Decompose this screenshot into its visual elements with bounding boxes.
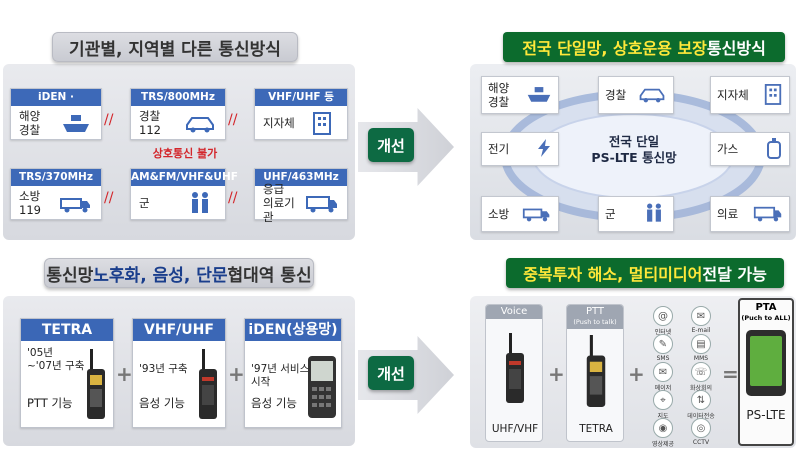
ship-icon bbox=[59, 111, 93, 135]
bottom-right-title: 중복투자 해소, 멀티미디어 전달 가능 bbox=[506, 258, 784, 288]
network-center-label: 전국 단일 PS-LTE 통신망 bbox=[591, 134, 677, 165]
legacy-card-tetra: TETRA '05년~'07년 구축 PTT 기능 bbox=[20, 318, 114, 428]
gas-icon bbox=[765, 137, 783, 162]
data-icon: ⇅데이터전송 bbox=[684, 390, 718, 420]
map-icon: ⌖지도 bbox=[646, 390, 680, 420]
node-fire: 소방 bbox=[481, 196, 559, 232]
plus-sign: + bbox=[228, 362, 245, 386]
node-police: 경찰 bbox=[598, 76, 674, 114]
pta-device-card: PTA (Puch to ALL) PS-LTE bbox=[738, 298, 794, 446]
blocked-mark: // bbox=[228, 112, 238, 128]
blocked-mark: // bbox=[104, 112, 114, 128]
police-car-icon bbox=[183, 111, 217, 135]
voice-device-card: Voice UHF/VHF bbox=[485, 304, 543, 442]
ship-icon bbox=[526, 84, 552, 107]
node-military: 군 bbox=[598, 196, 674, 232]
radio-icon bbox=[197, 349, 219, 425]
smartphone-icon bbox=[746, 330, 786, 396]
top-right-title: 전국 단일망, 상호운용 보장 통신방식 bbox=[503, 32, 785, 62]
plus-sign: + bbox=[628, 362, 645, 386]
email-icon: ✉E-mail bbox=[684, 306, 718, 334]
mms-icon: ▤MMS bbox=[684, 334, 718, 362]
top-left-title: 기관별, 지역별 다른 통신방식 bbox=[52, 32, 298, 62]
bottom-left-title: 통신망 노후화, 음성, 단문 협대역 통신 bbox=[44, 258, 314, 288]
building-icon bbox=[763, 83, 783, 108]
ptt-device-card: PTT (Push to talk) TETRA bbox=[566, 304, 624, 442]
blocked-mark: // bbox=[104, 190, 114, 206]
fire-truck-icon bbox=[522, 204, 552, 225]
radio-icon bbox=[583, 335, 609, 413]
police-car-icon bbox=[637, 85, 667, 106]
center-note: 상호통신 불가 bbox=[152, 147, 218, 160]
plus-sign: + bbox=[116, 362, 133, 386]
video-call-icon: ☏화상회의 bbox=[684, 362, 718, 392]
agency-card-local-gov: VHF/UHF 등 지자체 bbox=[254, 88, 348, 140]
message-icon: ✉메이저 bbox=[646, 362, 680, 392]
camera-icon: ◉영상제공 bbox=[646, 418, 680, 448]
soldier-icon bbox=[641, 201, 667, 228]
plus-sign: + bbox=[548, 362, 565, 386]
improve-label-top: 개선 bbox=[368, 128, 414, 162]
multimedia-services: @인터넷 ✉E-mail ✎SMS ▤MMS ✉메이저 ☏화상회의 ⌖지도 ⇅데… bbox=[644, 304, 724, 448]
equals-sign: = bbox=[722, 362, 739, 386]
cctv-icon: ◎CCTV bbox=[684, 418, 718, 446]
legacy-card-vhf-uhf: VHF/UHF '93년 구축 음성 기능 bbox=[132, 318, 226, 428]
node-gas: 가스 bbox=[710, 132, 790, 166]
ambulance-icon bbox=[753, 204, 783, 225]
lightning-icon bbox=[536, 138, 552, 161]
blocked-mark: // bbox=[228, 190, 238, 206]
building-icon bbox=[305, 111, 339, 135]
phone-icon bbox=[307, 355, 337, 423]
node-local-gov: 지자체 bbox=[710, 76, 790, 114]
ambulance-icon bbox=[305, 191, 339, 215]
radio-icon bbox=[502, 333, 528, 409]
radio-icon bbox=[85, 349, 107, 425]
at-icon: @인터넷 bbox=[646, 306, 680, 336]
fire-truck-icon bbox=[59, 191, 93, 215]
improve-label-bottom: 개선 bbox=[368, 356, 414, 390]
node-medical: 의료 bbox=[710, 196, 790, 232]
sms-icon: ✎SMS bbox=[646, 334, 680, 362]
agency-card-military: AM&FM/VHF&UHF 군 bbox=[130, 168, 238, 220]
node-electric: 전기 bbox=[481, 132, 559, 166]
soldier-icon bbox=[183, 191, 217, 215]
